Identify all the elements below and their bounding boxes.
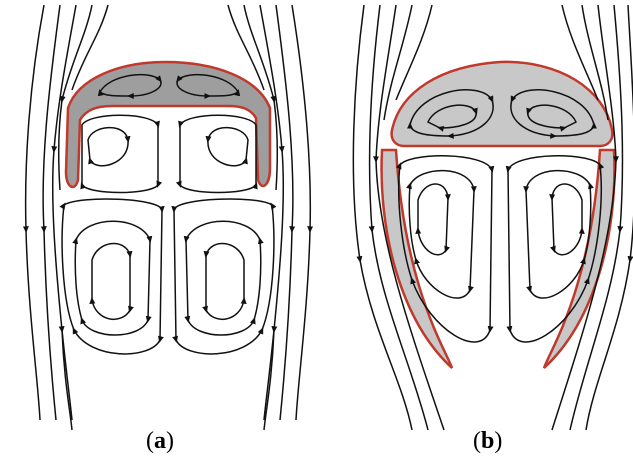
panel-b-left-skirt (382, 150, 452, 368)
panel-a-label: (a) (146, 428, 174, 455)
panel-a-upper-vortices (82, 115, 256, 192)
panel-a-lower-vortices (62, 199, 274, 354)
panel-b-label: (b) (473, 428, 502, 455)
panel-b-right-skirt (544, 150, 614, 368)
panel-a-droplet-cap (66, 62, 270, 187)
panel-b-diagram (353, 5, 633, 430)
panel-a-diagram (26, 5, 311, 430)
